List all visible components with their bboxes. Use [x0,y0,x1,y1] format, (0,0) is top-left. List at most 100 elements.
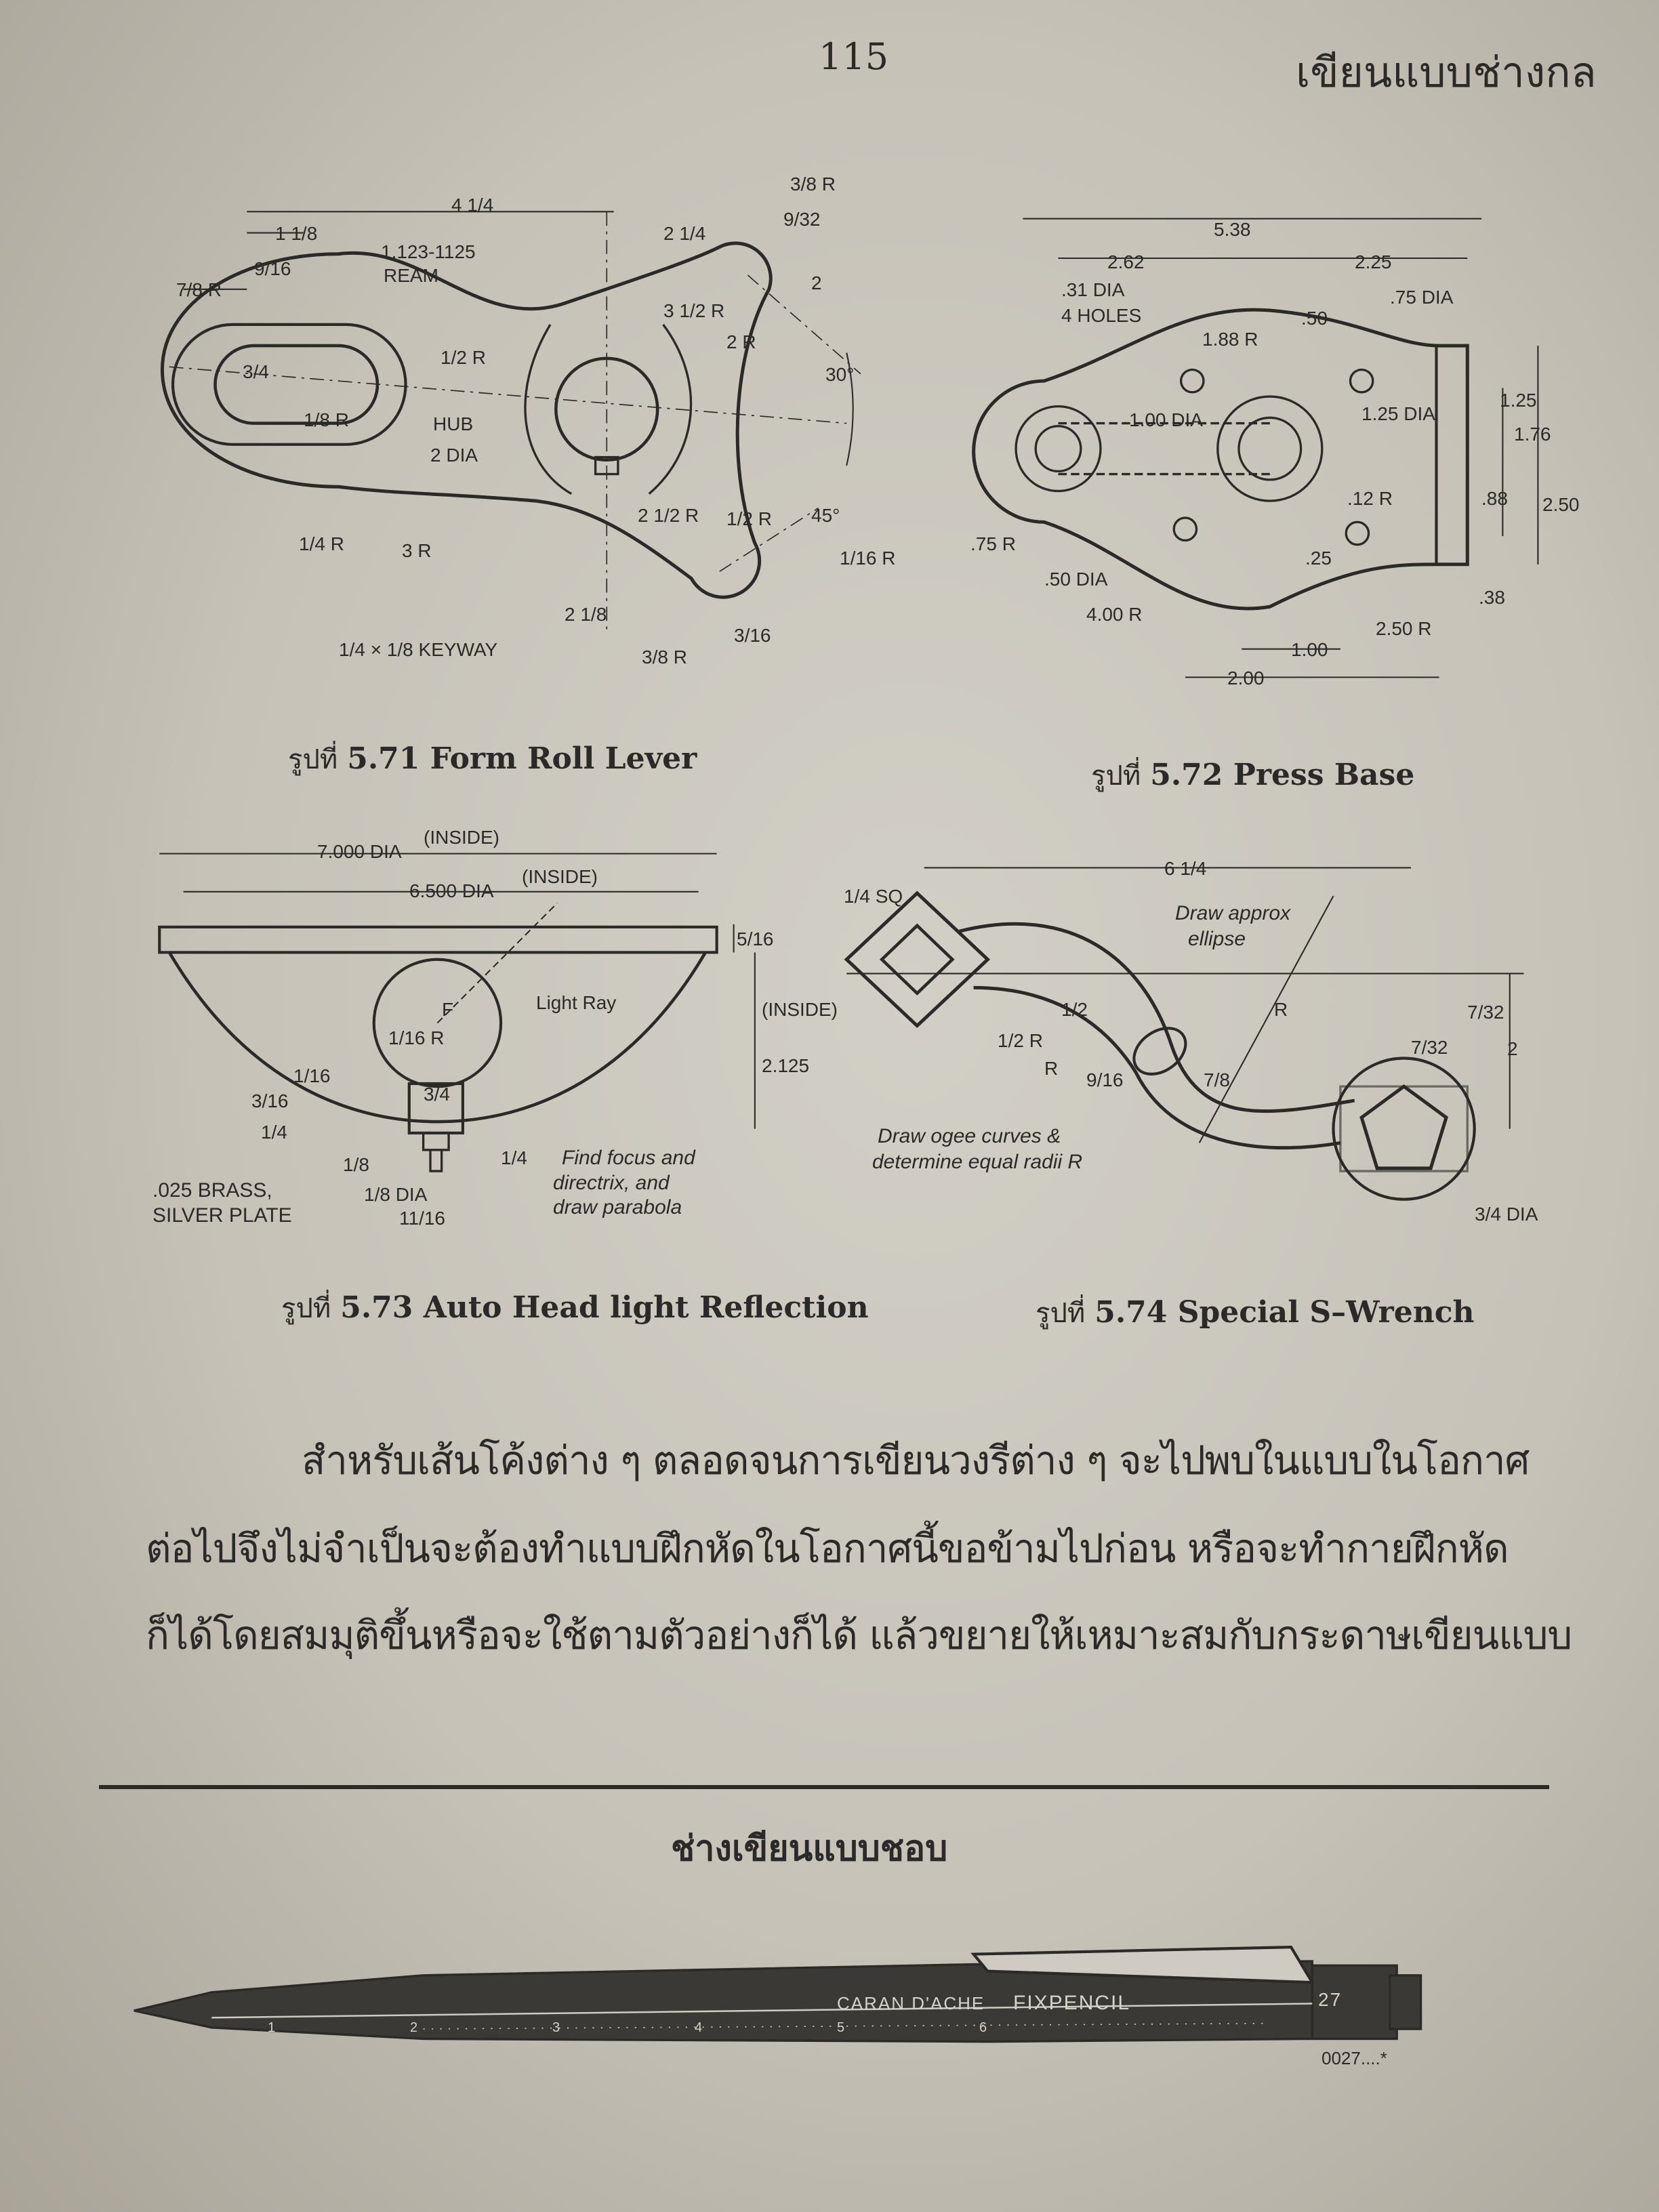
dimension-label: 3/8 R [790,173,836,194]
dimension-label: F [442,999,453,1020]
press-base-drawing [972,218,1539,678]
dimension-label: HUB [433,413,473,434]
dimension-label: 1/8 R [304,409,349,430]
dimension-label: 3 1/2 R [663,300,724,321]
form-roll-lever-drawing [160,211,861,635]
headlight-reflector-drawing [158,853,756,1172]
dimension-label: 30° [825,364,854,385]
dimension-label: 5/16 [737,928,774,949]
dimension-label: 1.00 DIA [1129,409,1203,430]
dimension-label: 3/8 R [642,647,687,668]
dimension-label: 2 [811,272,822,293]
dimension-label: 3/16 [251,1090,289,1111]
fixpencil-illustration [134,1946,1422,2043]
figure-caption-5-71: รูปที่5.71 Form Roll Lever [288,737,697,781]
dimension-label: 1/16 [293,1065,331,1086]
dimension-label: 1/8 DIA [364,1184,428,1205]
dimension-label: 7.000 DIA [317,841,402,862]
figure-caption-5-72: รูปที่ 5.72 Press Base [1091,754,1414,797]
running-title: เขียนแบบช่างกล [1296,47,1597,97]
dimension-label: 2.125 [762,1055,809,1076]
dimension-label: REAM [384,265,438,286]
pencil-brand-label: CARAN D'ACHE [837,1993,985,2013]
pencil-scale-digit: 3 [552,2020,560,2035]
dimension-label: 9/16 [1086,1069,1124,1090]
dimension-label: 2.25 [1355,251,1392,272]
dimension-label: R [1044,1058,1058,1079]
dimension-label: 3 R [402,540,432,561]
dimension-label: draw parabola [553,1196,682,1218]
dimension-label: Draw ogee curves & [878,1125,1061,1147]
dimension-label: .38 [1479,587,1505,608]
dimension-label: Light Ray [536,992,616,1013]
dimension-label: .88 [1481,488,1508,509]
caption-text: 5.73 Auto Head light Reflection [340,1290,869,1325]
caption-prefix: รูปที่ [1036,1298,1086,1329]
dimension-label: .31 DIA [1061,279,1125,300]
dimension-label: .12 R [1347,488,1393,509]
dimension-label: 2.00 [1227,668,1265,689]
dimension-label: 1.00 [1291,639,1328,660]
body-paragraph-line-1: สำหรับเส้นโค้งต่าง ๆ ตลอดจนการเขียนวงรีต… [302,1437,1530,1483]
caption-prefix: รูปที่ [281,1293,331,1324]
dimension-label: 1/4 × 1/8 KEYWAY [339,639,498,660]
pencil-scale-digit: 2 [410,2020,417,2035]
pencil-product-label: FIXPENCIL [1013,1992,1130,2014]
dimension-label: 1/4 [501,1147,527,1168]
caption-text: 5.74 Special S–Wrench [1094,1295,1475,1330]
dimension-label: 3/4 DIA [1475,1204,1538,1225]
body-paragraph-line-3: ก็ได้โดยสมมุติขึ้นหรือจะใช้ตามตัวอย่างก็… [146,1612,1572,1658]
dimension-label: 1 1/8 [275,223,317,244]
dimension-label: .75 DIA [1390,287,1454,308]
dimension-label: 3/4 [424,1084,450,1105]
body-paragraph-line-2: ต่อไปจึงไม่จำเป็นจะต้องทำแบบฝึกหัดในโอกา… [146,1525,1509,1572]
dimension-label: 1/4 R [299,533,344,554]
dimension-label: 1/16 R [388,1027,445,1048]
dimension-label: .025 BRASS, [152,1179,272,1202]
dimension-label: 2 1/4 [663,223,705,244]
dimension-label: 5.38 [1214,219,1251,240]
advert-product-code: 0027....* [1322,2048,1387,2068]
dimension-label: 1/4 [261,1122,287,1143]
pencil-scale-digit: 5 [837,2020,844,2035]
dimension-label: 2 1/8 [565,604,607,625]
caption-text: 5.72 Press Base [1150,758,1415,792]
s-wrench-drawing [844,867,1524,1201]
dimension-label: 6 1/4 [1164,858,1206,879]
dimension-label: Find focus and [562,1147,696,1169]
dimension-label: 2 DIA [430,445,478,466]
dimension-label: 1.123-1125 [381,241,476,262]
pencil-scale-digit: 1 [268,2020,275,2035]
dimension-label: 1/8 [343,1154,369,1175]
dimension-label: 1/2 [1061,999,1088,1020]
dimension-label: 1/16 R [840,548,896,569]
dimension-label: .75 R [970,533,1016,554]
caption-text: 5.71 Form Roll Lever [347,741,697,776]
caption-prefix: รูปที่ [1091,760,1141,792]
dimension-label: 3/16 [734,625,771,646]
dimension-label: 7/8 R [176,279,222,300]
dimension-label: 1/4 SQ [844,886,903,907]
dimension-label: .50 DIA [1044,569,1108,590]
dimension-label: (INSIDE) [424,827,499,848]
dimension-label: 7/8 [1204,1069,1230,1090]
dimension-label: 2.50 R [1376,618,1432,639]
dimension-label: 2.62 [1107,251,1145,272]
dimension-label: 7/32 [1411,1037,1448,1058]
dimension-label: 2 [1507,1038,1518,1059]
dimension-label: Draw approx [1175,902,1291,924]
dimension-label: 2 R [726,331,756,352]
dimension-label: 6.500 DIA [409,880,494,901]
dimension-label: 11/16 [399,1208,445,1229]
dimension-label: .50 [1301,308,1328,329]
dimension-label: 1.76 [1514,424,1551,445]
dimension-label: directrix, and [553,1172,670,1194]
dimension-label: (INSIDE) [522,866,598,887]
dimension-label: 9/32 [783,209,821,230]
dimension-label: 1.25 [1500,390,1537,411]
pencil-scale-digit: 6 [979,2020,987,2035]
dimension-label: 1/2 R [726,508,772,529]
dimension-label: ellipse [1188,928,1246,950]
section-divider [99,1785,1549,1789]
